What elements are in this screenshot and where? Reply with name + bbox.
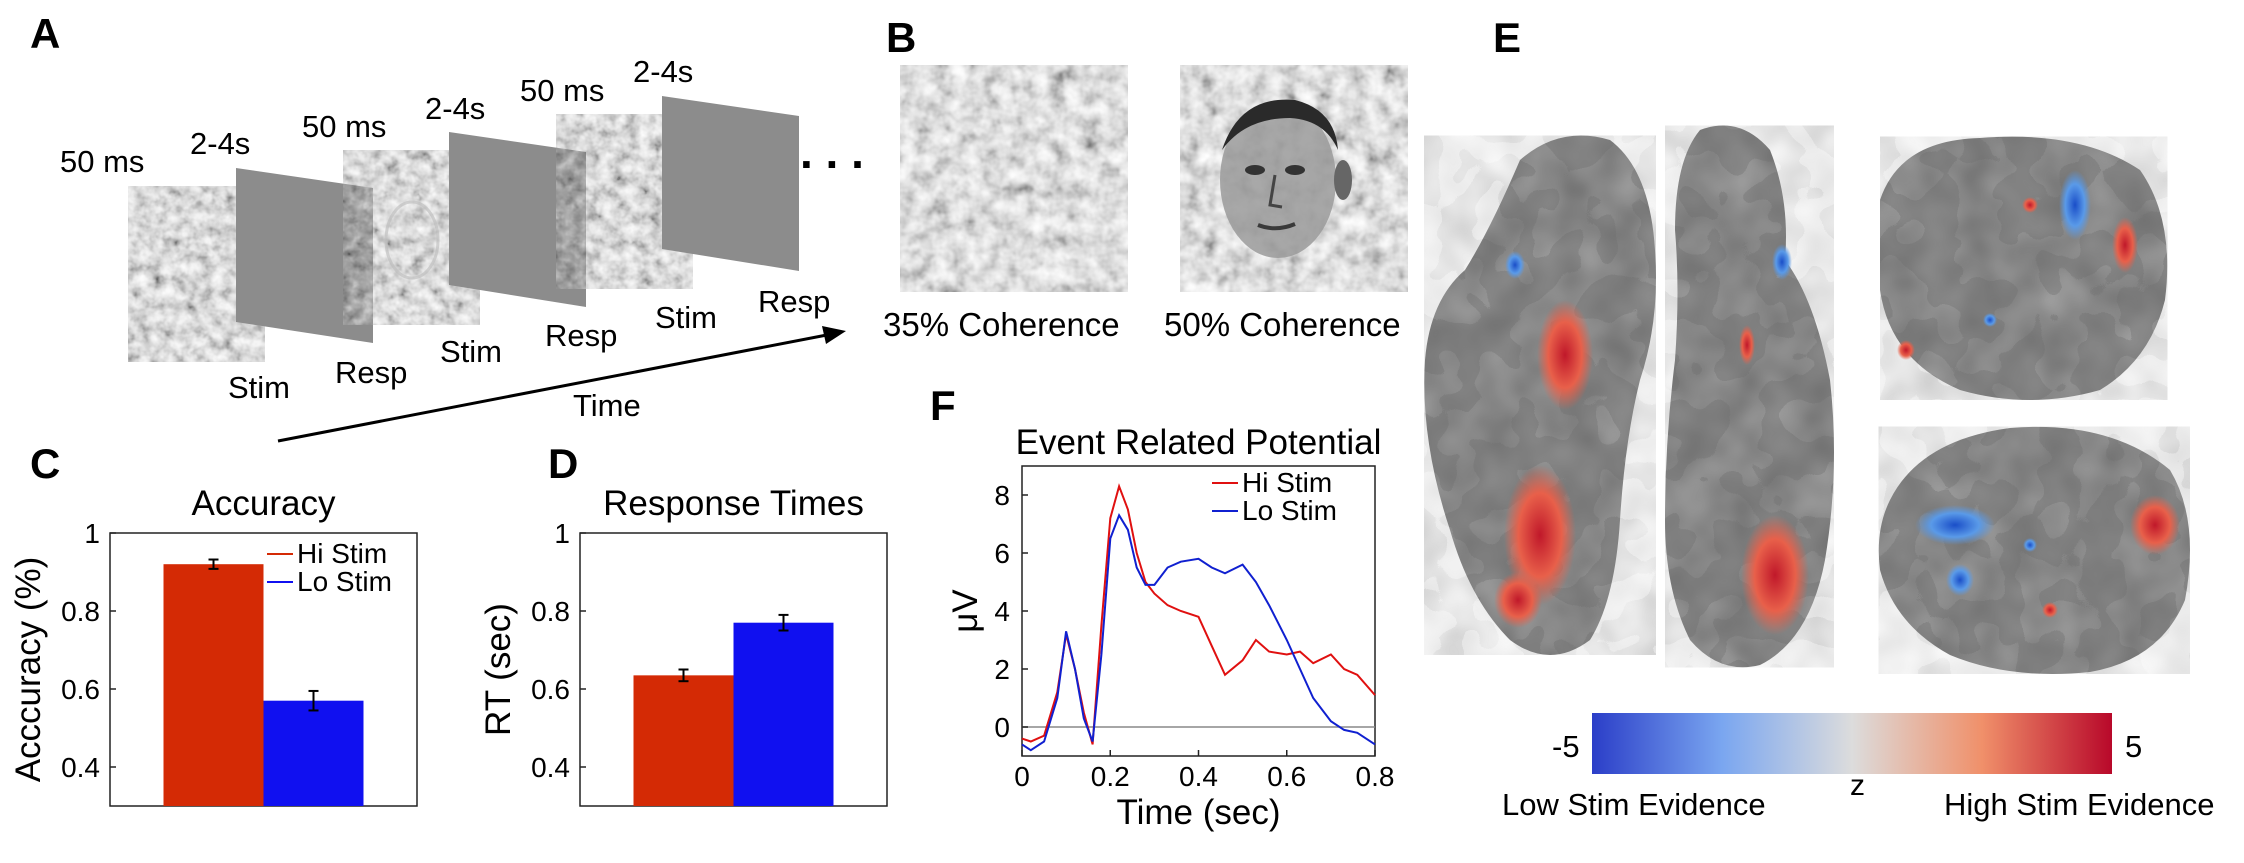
coherence-label-50: 50% Coherence [1164, 306, 1401, 343]
face-hint [384, 200, 440, 280]
stim-frame-1 [128, 186, 265, 362]
y-tick-label: 1 [554, 518, 570, 549]
y-tick-label: 0.4 [61, 752, 100, 783]
y-axis-label: RT (sec) [479, 603, 518, 736]
bar [733, 622, 834, 806]
panel-label-a: A [30, 10, 60, 57]
duration-1: 50 ms [60, 144, 144, 179]
y-tick-label: 2 [994, 654, 1010, 685]
panel-label-f: F [930, 382, 956, 429]
colorbar-center-label: z [1850, 769, 1865, 802]
x-tick-label: 0.8 [1356, 761, 1395, 792]
legend-label: Hi Stim [1242, 467, 1332, 498]
duration-3: 50 ms [302, 109, 386, 144]
coherence-examples: 35% Coherence 50% Coherence [883, 65, 1408, 343]
y-axis-label: μV [946, 589, 985, 633]
legend-label: Lo Stim [297, 566, 392, 597]
y-tick-label: 1 [84, 518, 100, 549]
y-tick-label: 0.4 [531, 752, 570, 783]
x-tick-label: 0.6 [1267, 761, 1306, 792]
y-tick-label: 8 [994, 480, 1010, 511]
colorbar-right-label: High Stim Evidence [1944, 787, 2215, 822]
x-axis-label: Time (sec) [1117, 793, 1281, 832]
time-arrow [277, 332, 833, 443]
ventral-left-hemisphere [1424, 135, 1656, 655]
x-tick-label: 0.4 [1179, 761, 1218, 792]
duration-5: 50 ms [520, 73, 604, 108]
brain-maps: -5 5 z Low Stim Evidence High Stim Evide… [1424, 125, 2215, 822]
chart-title: Response Times [603, 484, 864, 523]
panel-label-b: B [886, 14, 916, 61]
frame-label-4: Resp [545, 318, 617, 353]
y-axis-label: Acccuracy (%) [9, 557, 48, 783]
y-tick-label: 0.6 [61, 674, 100, 705]
coherence-label-35: 35% Coherence [883, 306, 1120, 343]
chart-title: Accuracy [192, 484, 336, 523]
y-tick-label: 0.8 [531, 596, 570, 627]
colorbar [1592, 713, 2112, 774]
face-image [1220, 99, 1352, 258]
frame-label-2: Resp [335, 355, 407, 390]
colorbar-min-label: -5 [1552, 729, 1580, 764]
trial-sequence: 50 ms 2-4s 50 ms 2-4s 50 ms 2-4s Stim Re… [60, 54, 864, 443]
chart-title: Event Related Potential [1016, 423, 1382, 462]
plot-frame [1021, 465, 1376, 757]
stim-frame-2 [343, 150, 480, 325]
bar [263, 700, 364, 806]
y-tick-label: 0 [994, 712, 1010, 743]
x-tick-label: 0 [1014, 761, 1030, 792]
rt-chart: 0.4 0.6 0.8 1 Response Times RT (sec) [479, 484, 888, 807]
panel-label-e: E [1493, 14, 1521, 61]
colorbar-max-label: 5 [2125, 729, 2142, 764]
duration-6: 2-4s [633, 54, 693, 89]
frame-label-5: Stim [655, 300, 717, 335]
y-tick-label: 6 [994, 538, 1010, 569]
time-arrow-head [822, 326, 846, 344]
resp-frame-3 [662, 96, 799, 271]
coherence-image-35 [900, 65, 1128, 292]
bar [633, 675, 734, 806]
series-line [1021, 513, 1376, 752]
y-tick-label: 0.6 [531, 674, 570, 705]
panel-label-c: C [30, 440, 60, 487]
ellipsis: . . . [800, 126, 864, 178]
y-tick-label: 4 [994, 596, 1010, 627]
resp-frame-1 [236, 168, 373, 343]
frame-label-6: Resp [758, 284, 830, 319]
colorbar-left-label: Low Stim Evidence [1502, 787, 1766, 822]
duration-2: 2-4s [190, 126, 250, 161]
ventral-right-hemisphere [1665, 125, 1834, 668]
time-label: Time [573, 388, 641, 423]
resp-frame-2 [449, 132, 586, 307]
posterior-view [1880, 136, 2168, 400]
lateral-view [1878, 426, 2190, 674]
frame-label-1: Stim [228, 370, 290, 405]
x-tick-label: 0.2 [1091, 761, 1130, 792]
frame-label-3: Stim [440, 334, 502, 369]
panel-label-d: D [548, 440, 578, 487]
legend-label: Hi Stim [297, 538, 387, 569]
legend-label: Lo Stim [1242, 495, 1337, 526]
duration-4: 2-4s [425, 91, 485, 126]
stim-frame-3 [556, 114, 693, 289]
y-tick-label: 0.8 [61, 596, 100, 627]
bar [163, 564, 264, 806]
